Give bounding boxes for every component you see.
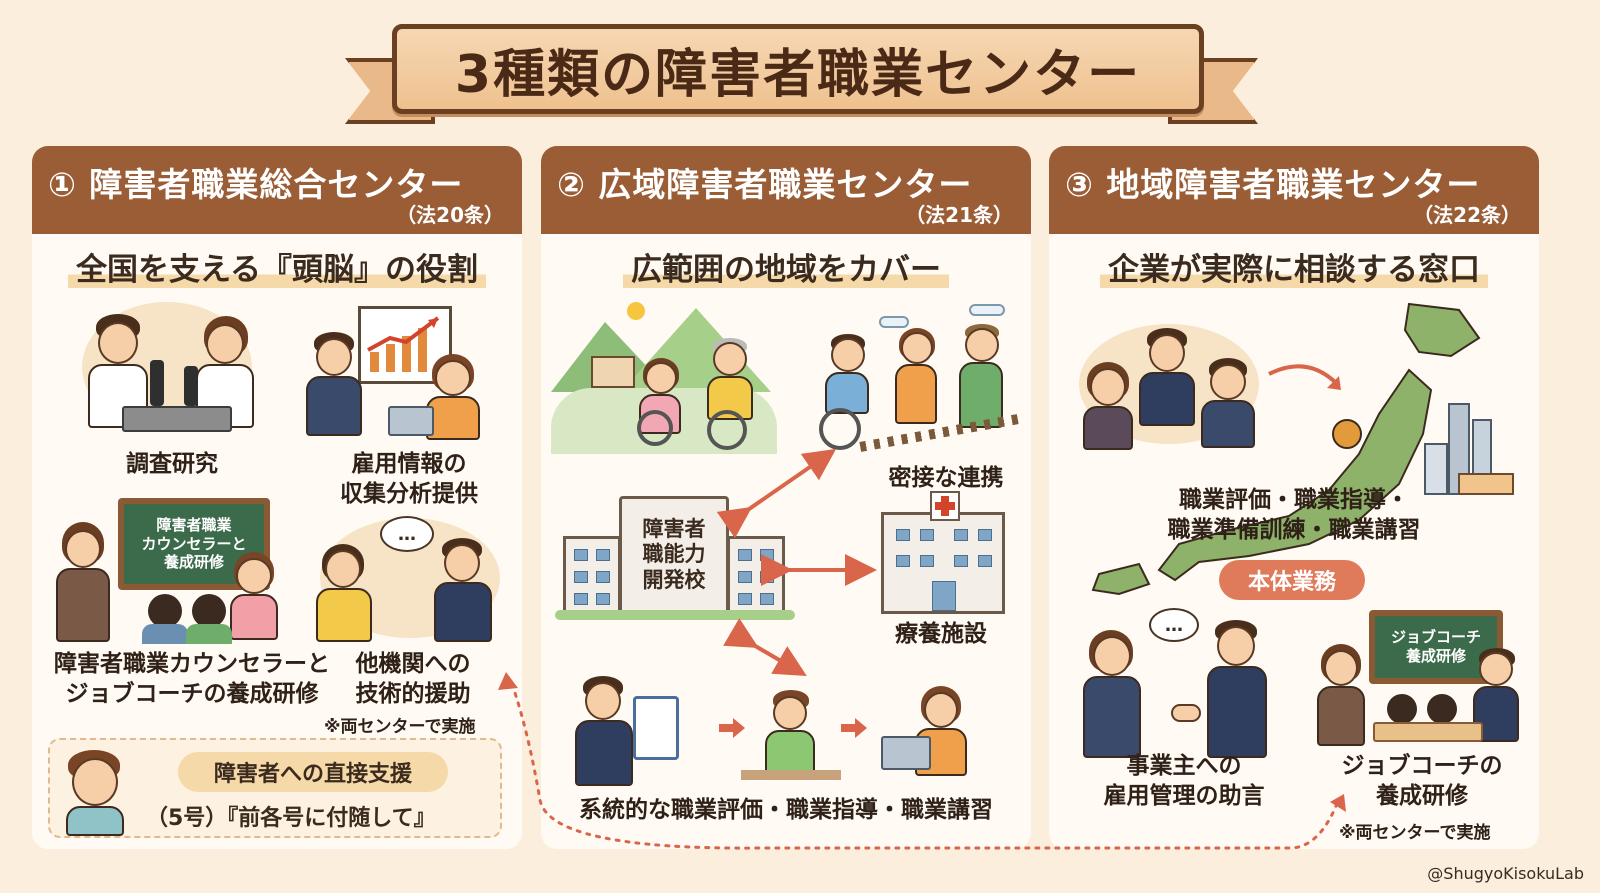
panel-regional-wide-center: ② 広域障害者職業センター （法21条） 広範囲の地域をカバー: [541, 146, 1031, 849]
wide-area-illustration: [551, 298, 777, 458]
research-illustration: [62, 302, 272, 442]
panel-subtitle: 企業が実際に相談する窓口: [1100, 252, 1488, 288]
assistance-illustration: …: [310, 516, 506, 644]
panel-title: ③ 地域障害者職業センター: [1065, 165, 1481, 204]
watermark: @ShugyoKisokuLab: [1427, 864, 1584, 883]
connection-arrows: [716, 448, 877, 738]
panel-general-center: ① 障害者職業総合センター （法20条） 全国を支える『頭脳』の役割 調査研究: [32, 146, 522, 849]
core-duties-pill: 本体業務: [1219, 560, 1365, 600]
panel-header: ① 障害者職業総合センター （法20条）: [32, 146, 522, 234]
chart-arrow-icon: [367, 316, 440, 372]
japan-map-illustration: [1091, 302, 1514, 596]
direct-support-text: （5号）『前各号に付随して』: [146, 806, 436, 831]
speech-bubble-icon: …: [380, 516, 434, 552]
panel-header: ③ 地域障害者職業センター （法22条）: [1049, 146, 1539, 234]
item-training-label: 障害者職業カウンセラーと ジョブコーチの養成研修: [54, 651, 330, 707]
cooperation-label: 密接な連携: [888, 465, 1004, 491]
both-centers-note: ※両センターで実施: [324, 717, 476, 737]
job-coach-label: ジョブコーチの 養成研修: [1341, 753, 1503, 809]
item-research-label: 調査研究: [126, 451, 218, 477]
clipboard-icon: [633, 696, 679, 760]
job-coach-training-illustration: ジョブコーチ 養成研修: [1317, 610, 1527, 750]
panel-title: ② 広域障害者職業センター: [557, 165, 973, 204]
panel-title: ① 障害者職業総合センター: [48, 165, 464, 204]
school-sign: 障害者 職能力 開発校: [642, 517, 706, 592]
panel-subtitle: 全国を支える『頭脳』の役割: [67, 252, 487, 288]
item-info-label: 雇用情報の 収集分析提供: [340, 451, 478, 507]
title-ribbon: 3種類の障害者職業センター: [392, 24, 1204, 114]
business-people-illustration: [1079, 314, 1279, 454]
speech-bubble-icon: …: [1149, 608, 1199, 642]
facility-label: 療養施設: [895, 621, 987, 647]
direct-support-box: 障害者への直接支援 （5号）『前各号に付随して』: [48, 738, 502, 838]
core-services-label: 職業評価・職業指導・ 職業準備訓練・職業講習: [1167, 487, 1421, 543]
panel-local-center: ③ 地域障害者職業センター （法22条） 企業が実際に相談する窓口: [1049, 146, 1539, 849]
panel-header: ② 広域障害者職業センター （法21条）: [541, 146, 1031, 234]
article-label: （法21条）: [905, 203, 1013, 227]
process-illustration: [561, 666, 1021, 796]
panel-subtitle: 広範囲の地域をカバー: [623, 252, 949, 288]
article-label: （法20条）: [396, 203, 504, 227]
page-title: 3種類の障害者職業センター: [454, 44, 1142, 105]
article-label: （法22条）: [1413, 203, 1521, 227]
location-pin-icon: [1332, 419, 1362, 449]
medical-facility-building: [881, 491, 1005, 614]
info-analysis-illustration: [302, 302, 502, 442]
training-illustration: 障害者職業 カウンセラーと 養成研修: [52, 498, 292, 644]
employer-advice-illustration: …: [1079, 608, 1289, 758]
laptop-icon: [881, 736, 931, 770]
employer-advice-label: 事業主への 雇用管理の助言: [1103, 753, 1265, 809]
both-centers-note: ※両センターで実施: [1339, 823, 1491, 843]
direct-support-pill: 障害者への直接支援: [178, 752, 448, 792]
handshake-icon: [1171, 704, 1201, 722]
school-wing-left: [563, 536, 621, 614]
bottom-services-label: 系統的な職業評価・職業指導・職業講習: [579, 797, 993, 823]
cooperation-illustration: [819, 298, 1019, 458]
item-assistance-label: 他機関への 技術的援助: [355, 651, 471, 707]
